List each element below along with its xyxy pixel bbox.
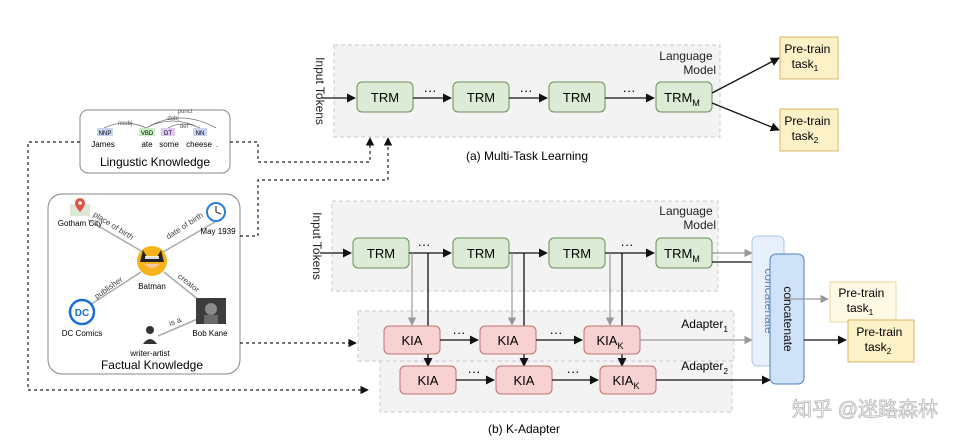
ellipsis: ···	[418, 237, 431, 252]
pretrain-task-1-bottom	[829, 281, 897, 323]
pos-tag-label: DT	[164, 131, 172, 137]
watermark: 知乎 @迷路森林	[792, 398, 938, 421]
pretrain-task-2-bottom	[847, 319, 915, 363]
language-model-label-top: Language Model	[659, 49, 716, 77]
ellipsis: ···	[621, 237, 634, 252]
pretrain-task-2-bottom-label: Pre-train task2	[856, 325, 905, 356]
dep-label: det	[180, 124, 189, 130]
trm-m-label: TRMM	[664, 246, 700, 264]
pretrain-task-2-top	[779, 108, 839, 152]
person-photo	[196, 298, 226, 324]
node-label: Gotham City	[58, 219, 102, 228]
caption-b: (b) K-Adapter	[488, 422, 560, 436]
word: some	[159, 140, 179, 149]
factual-title: Factual Knowledge	[101, 358, 203, 372]
node-label-center: Batman	[138, 282, 166, 291]
word: ate	[141, 140, 153, 149]
dependency-arcs	[103, 117, 217, 129]
batman-avatar	[137, 246, 167, 276]
kia-label: KIA	[514, 373, 535, 388]
pos-tag	[193, 128, 207, 136]
ellipsis: ···	[567, 364, 580, 379]
trm-box	[548, 81, 606, 113]
kia-label: KIA	[402, 333, 423, 348]
relation-lines	[87, 219, 216, 337]
linguistic-to-adapter2-connector	[27, 141, 369, 395]
pretrain-task-2-top-label: Pre-train task2	[784, 114, 833, 145]
dep-label: punct	[178, 109, 193, 115]
pos-tag	[139, 128, 155, 136]
word: .	[216, 140, 218, 149]
pretrain-task-1-bottom-label: Pre-train task1	[838, 286, 887, 317]
ellipsis: ···	[424, 83, 437, 98]
pretrain-task-1-top	[779, 36, 839, 80]
kia-label: KIA	[498, 333, 519, 348]
multitask-section: Language Model Input Tokens TRM ··· TRM …	[313, 36, 839, 163]
trm-box	[356, 81, 414, 113]
task-arrow-1	[711, 57, 780, 94]
node-label: writer-artist	[129, 349, 170, 358]
dep-label: nsubj	[118, 121, 132, 127]
task-arrow-2	[711, 102, 780, 132]
dc-comics-logo: DC	[68, 298, 96, 326]
linguistic-title: Lingustic Knowledge	[100, 155, 210, 169]
ellipsis: ···	[453, 325, 466, 340]
pos-tag	[161, 128, 175, 136]
caption-a: (a) Multi-Task Learning	[466, 149, 588, 163]
word: cheese	[186, 140, 212, 149]
kia-k-label: KIAK	[612, 373, 639, 391]
concatenate-label: concatenate	[781, 286, 795, 352]
concatenate-block	[769, 253, 805, 385]
adapter-1-label: Adapter1	[681, 317, 728, 334]
clock-icon	[206, 202, 226, 222]
trm-label: TRM	[563, 246, 591, 261]
input-tokens-label-bottom: Input Tokens	[310, 212, 324, 280]
node-label: May 1939	[200, 227, 236, 236]
adapter-2-label: Adapter2	[681, 359, 728, 376]
pretrain-task-1-top-label: Pre-train task1	[784, 42, 833, 73]
map-pin-icon	[70, 198, 90, 216]
trm-label: TRM	[467, 246, 495, 261]
trm-label: TRM	[371, 90, 399, 105]
ellipsis: ···	[550, 325, 563, 340]
pos-tag-label: NNP	[99, 131, 112, 137]
dashed-connectors	[27, 137, 393, 395]
factual-to-lm-connector	[240, 137, 393, 237]
pos-tag-label: NN	[196, 131, 205, 137]
factual-knowledge-box: place of birth date of birth publisher c…	[47, 193, 241, 375]
linguistic-knowledge-box: nsubj dobj det punct NNP VBD DT NN James…	[79, 109, 231, 174]
trm-label: TRM	[467, 90, 495, 105]
trm-m-box	[655, 81, 713, 113]
pos-tag	[97, 128, 113, 136]
language-model-label-bottom: Language Model	[659, 204, 716, 232]
linguistic-to-lm-connector	[230, 137, 375, 163]
input-tokens-label-top: Input Tokens	[313, 57, 327, 125]
k-adapter-section: Language Model Input Tokens Adapter2 Ada…	[310, 200, 915, 436]
pos-tag-label: VBD	[141, 131, 154, 137]
ellipsis: ···	[468, 364, 481, 379]
svg-text:DC: DC	[75, 308, 89, 319]
kia-k-label: KIAK	[596, 333, 623, 351]
word: James	[91, 140, 115, 149]
trm-label: TRM	[563, 90, 591, 105]
trm-label: TRM	[367, 246, 395, 261]
writer-artist-icon	[143, 326, 157, 344]
ellipsis: ···	[520, 83, 533, 98]
ellipsis: ···	[623, 83, 636, 98]
kia-label: KIA	[418, 373, 439, 388]
trm-m-label: TRMM	[664, 90, 700, 108]
dep-label: dobj	[167, 116, 178, 122]
node-label: DC Comics	[62, 329, 102, 338]
node-label: Bob Kane	[192, 329, 228, 338]
trm-box	[452, 81, 510, 113]
